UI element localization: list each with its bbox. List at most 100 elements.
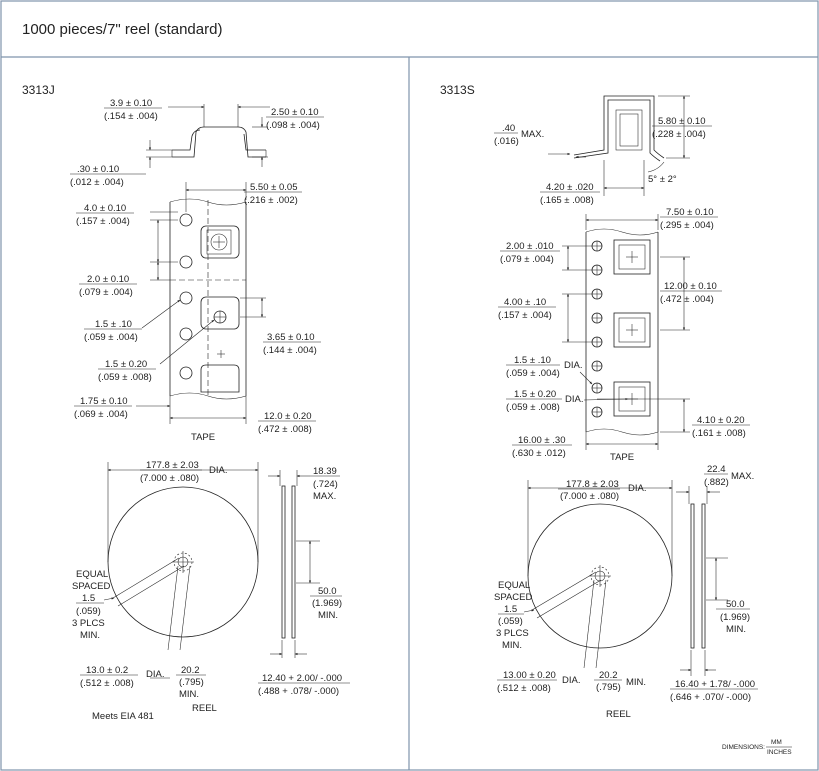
dim-3-9-in: (.154 ± .004) bbox=[104, 111, 158, 122]
dim-3-65-in: (.144 ± .004) bbox=[263, 345, 317, 356]
dim-4-20-in: (.165 ± .008) bbox=[540, 195, 594, 206]
dim-1-5-s-in: (.059 ± .004) bbox=[506, 368, 560, 379]
reel-3313s bbox=[523, 480, 728, 676]
dim-2-00-in: (.079 ± .004) bbox=[500, 254, 554, 265]
component-side-view bbox=[146, 104, 270, 168]
dim-20-2-s-mm: 20.2 bbox=[599, 670, 618, 681]
panel-3313s: 3313S .40 (.016) MAX. 5.80 ± 0.10 (.228 … bbox=[440, 83, 758, 720]
dim-1-5-in: (.059 ± .004) bbox=[84, 332, 138, 343]
sprocket-holes bbox=[591, 240, 603, 418]
dim-50-in: (1.969) bbox=[312, 598, 342, 609]
dim-4-10-mm: 4.10 ± 0.20 bbox=[697, 415, 744, 426]
equal-s-6: MIN. bbox=[502, 640, 522, 651]
dim-177-8-mm: 177.8 ± 2.03 bbox=[146, 460, 199, 471]
dim-3-65-mm: 3.65 ± 0.10 bbox=[267, 332, 314, 343]
dim-177-8-s-in: (7.000 ± .080) bbox=[560, 491, 619, 502]
dim-16-00-mm: 16.00 ± .30 bbox=[518, 435, 565, 446]
dim-30-in: (.012 ± .004) bbox=[70, 177, 124, 188]
dim-3-9-mm: 3.9 ± 0.10 bbox=[110, 98, 152, 109]
dim-5-80-in: (.228 ± .004) bbox=[652, 129, 706, 140]
dim-1-5-s-dia: DIA. bbox=[564, 360, 582, 371]
dim-20-2-in: (.795) bbox=[179, 677, 204, 688]
dim-2-0-in: (.079 ± .004) bbox=[79, 287, 133, 298]
component-side-view-s bbox=[548, 95, 690, 196]
equal-s-5: 3 PLCS bbox=[496, 628, 529, 639]
dim-1-75-in: (.069 ± .004) bbox=[74, 409, 128, 420]
dim-22-4-in: (.882) bbox=[704, 477, 729, 488]
dim-177-8-in: (7.000 ± .080) bbox=[140, 473, 199, 484]
dim-16-00-in: (.630 ± .012) bbox=[512, 448, 566, 459]
dim-50-mm: 50.0 bbox=[318, 586, 337, 597]
dim-18-39-in: (.724) bbox=[313, 479, 338, 490]
dim-40-max: MAX. bbox=[521, 129, 544, 140]
equal-2: SPACED bbox=[72, 581, 111, 592]
dim-2-50-mm: 2.50 ± 0.10 bbox=[271, 107, 318, 118]
equal-3: 1.5 bbox=[82, 593, 95, 604]
dim-16-40-mm: 16.40 + 1.78/ -.000 bbox=[675, 679, 755, 690]
dim-12-0-mm: 12.0 ± 0.20 bbox=[264, 411, 311, 422]
dim-4-0-mm: 4.0 ± 0.10 bbox=[84, 203, 126, 214]
dimensions-legend: DIMENSIONS: MM INCHES bbox=[722, 739, 792, 756]
dim-7-50-mm: 7.50 ± 0.10 bbox=[666, 207, 713, 218]
dim-4-00-in: (.157 ± .004) bbox=[498, 310, 552, 321]
dim-1-5-020-mm: 1.5 ± 0.20 bbox=[105, 359, 147, 370]
dim-4-20-mm: 4.20 ± .020 bbox=[546, 182, 593, 193]
dim-20-2-s-in: (.795) bbox=[596, 682, 621, 693]
dim-1-5-020-s-in: (.059 ± .008) bbox=[506, 402, 560, 413]
dim-40-in: (.016) bbox=[494, 136, 519, 147]
legend-mm: MM bbox=[771, 739, 782, 746]
dim-16-40-in: (.646 + .070/ -.000) bbox=[670, 692, 751, 703]
dim-5-80-mm: 5.80 ± 0.10 bbox=[658, 116, 705, 127]
dim-18-39-mm: 18.39 bbox=[313, 466, 337, 477]
angle-label: 5° ± 2° bbox=[648, 174, 677, 185]
dim-13-0-in: (.512 ± .008) bbox=[80, 678, 134, 689]
legend-inches: INCHES bbox=[767, 749, 792, 756]
dim-12-40-mm: 12.40 + 2.00/ -.000 bbox=[262, 673, 342, 684]
dim-13-00-dia: DIA. bbox=[562, 675, 580, 686]
dim-2-00-mm: 2.00 ± .010 bbox=[506, 241, 553, 252]
tape-label-3313j: TAPE bbox=[191, 432, 215, 443]
dim-40-mm: .40 bbox=[502, 123, 515, 134]
dim-50-s-mm: 50.0 bbox=[726, 599, 745, 610]
dim-177-8-dia: DIA. bbox=[209, 465, 227, 476]
equal-1: EQUAL bbox=[76, 569, 108, 580]
dim-1-5-020-s-mm: 1.5 ± 0.20 bbox=[514, 389, 556, 400]
equal-s-2: SPACED bbox=[494, 592, 533, 603]
dim-50-s-in: (1.969) bbox=[720, 612, 750, 623]
model-label-3313s: 3313S bbox=[440, 83, 475, 97]
equal-5: 3 PLCS bbox=[72, 618, 105, 629]
dim-4-10-in: (.161 ± .008) bbox=[692, 428, 746, 439]
dim-30-mm: .30 ± 0.10 bbox=[77, 164, 119, 175]
dim-1-5-020-in: (.059 ± .008) bbox=[98, 372, 152, 383]
dim-22-4-max: MAX. bbox=[731, 471, 754, 482]
panel-3313j: 3313J 3.9 ± 0.10 (.154 ± .004) 2.50 ± 0.… bbox=[22, 83, 350, 722]
dim-4-00-mm: 4.00 ± .10 bbox=[504, 297, 546, 308]
pockets bbox=[613, 239, 651, 417]
equal-4: (.059) bbox=[76, 606, 101, 617]
dim-7-50-in: (.295 ± .004) bbox=[660, 220, 714, 231]
dim-50-min: MIN. bbox=[318, 610, 338, 621]
tape-3313s bbox=[562, 214, 690, 450]
eia-note: Meets EIA 481 bbox=[92, 711, 154, 722]
tape-3313j bbox=[136, 182, 266, 424]
dim-2-0-mm: 2.0 ± 0.10 bbox=[87, 274, 129, 285]
reel-3313j bbox=[103, 462, 320, 679]
equal-s-3: 1.5 bbox=[504, 604, 517, 615]
dim-12-40-in: (.488 + .078/ -.000) bbox=[258, 686, 339, 697]
dim-12-00-mm: 12.00 ± 0.10 bbox=[664, 281, 717, 292]
dim-5-50-mm: 5.50 ± 0.05 bbox=[250, 182, 297, 193]
dim-1-75-mm: 1.75 ± 0.10 bbox=[80, 396, 127, 407]
legend-label: DIMENSIONS: bbox=[722, 744, 765, 751]
equal-s-1: EQUAL bbox=[498, 580, 530, 591]
equal-6: MIN. bbox=[80, 630, 100, 641]
dim-1-5-020-s-dia: DIA. bbox=[565, 394, 583, 405]
dim-5-50-in: (.216 ± .002) bbox=[244, 195, 298, 206]
dim-2-50-in: (.098 ± .004) bbox=[266, 120, 320, 131]
equal-s-4: (.059) bbox=[498, 616, 523, 627]
reel-label-3313s: REEL bbox=[606, 709, 631, 720]
dim-22-4-mm: 22.4 bbox=[707, 464, 726, 475]
dim-4-0-in: (.157 ± .004) bbox=[76, 216, 130, 227]
dim-20-2-mm: 20.2 bbox=[181, 665, 200, 676]
dim-13-00-in: (.512 ± .008) bbox=[497, 683, 551, 694]
